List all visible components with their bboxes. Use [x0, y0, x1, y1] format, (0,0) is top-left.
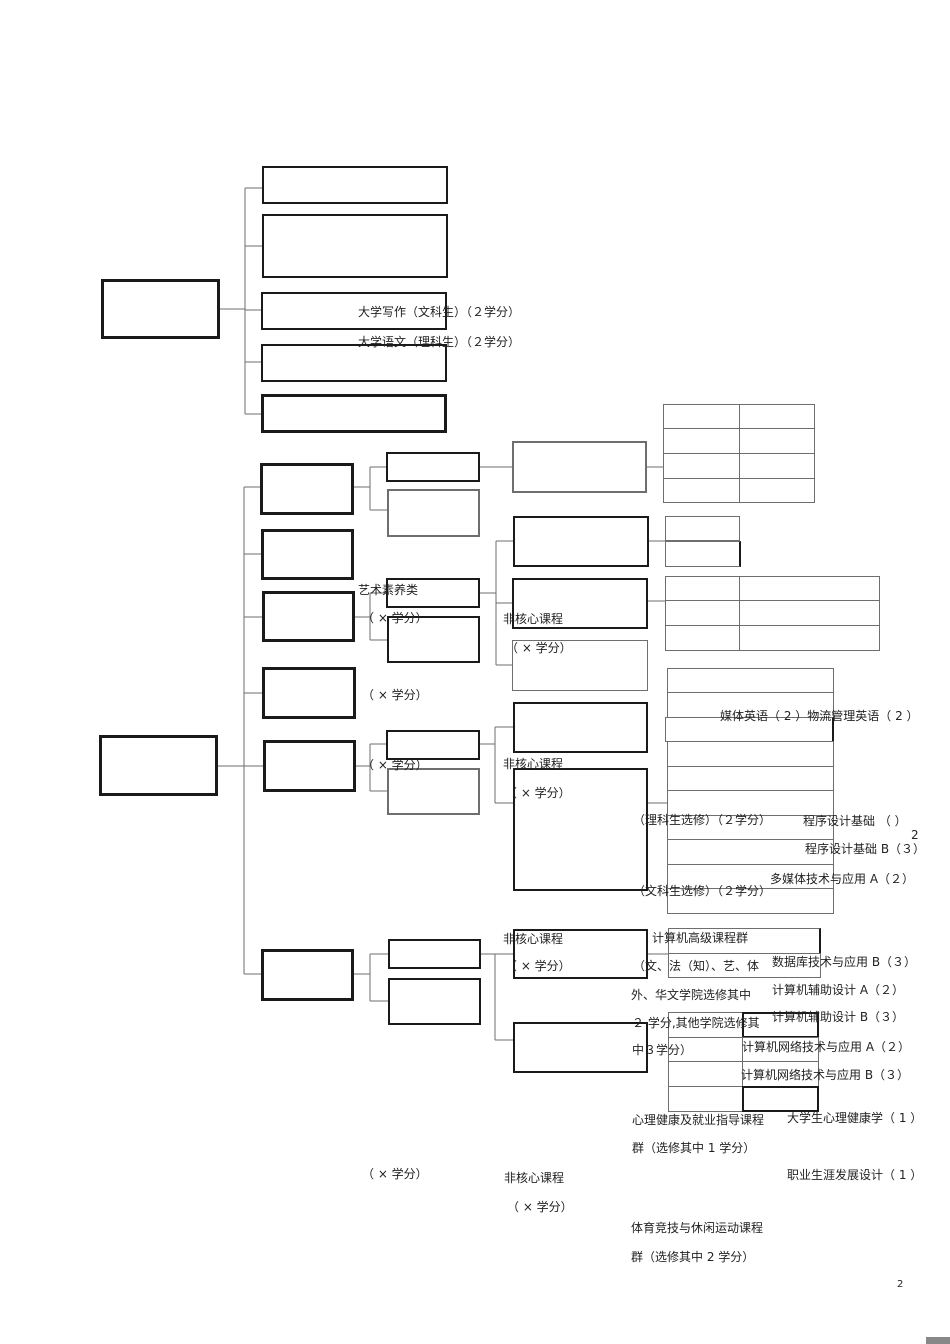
root-box-top	[101, 279, 220, 339]
grid-cell	[739, 600, 880, 626]
l2-box-f1	[388, 939, 481, 969]
grid-cell	[663, 478, 740, 503]
top-box-3	[261, 292, 447, 330]
l2-box-c1	[386, 578, 480, 608]
grid-cell	[739, 453, 815, 479]
label-art-category: 艺术素养类	[358, 583, 419, 597]
l2-box-c2	[387, 616, 480, 663]
grid-cell	[665, 541, 741, 567]
label-noncore-credit-1: （ × 学分）	[506, 641, 572, 655]
label-programming-sub: 2	[911, 828, 919, 842]
l1-box-a	[260, 463, 354, 515]
l3-box-c2	[512, 578, 648, 629]
label-chinese-science: 大学语文（理科生）（２学分）	[358, 335, 521, 349]
grid-cell	[663, 404, 740, 429]
grid-cell	[665, 516, 740, 541]
list-cell	[668, 953, 821, 978]
label-noncore-credit-3: （ × 学分）	[505, 959, 571, 973]
label-arts-elective: （文科生选修）（２学分）	[633, 884, 772, 898]
top-box-5	[261, 394, 447, 433]
l1-box-e	[263, 740, 356, 792]
list-cell	[668, 1086, 743, 1112]
label-psych: 大学生心理健康学（ 1 ）	[787, 1111, 923, 1125]
l3-box-e1	[513, 702, 648, 753]
label-noncore-credit-2: （ × 学分）	[505, 786, 571, 800]
list-cell	[667, 668, 834, 693]
label-network-b: 计算机网络技术与应用 B（３）	[741, 1068, 910, 1082]
grid-cell	[739, 576, 880, 601]
label-credit-x-2: （ × 学分）	[362, 688, 428, 702]
grid-cell	[739, 428, 815, 454]
label-network-a: 计算机网络技术与应用 A（２）	[742, 1040, 911, 1054]
label-cad-b: 计算机辅助设计 B（３）	[772, 1010, 905, 1024]
l1-box-d	[262, 667, 356, 719]
l1-box-b	[261, 529, 354, 580]
grid-cell	[739, 625, 880, 651]
label-arts-law-line: （文、法（知）、艺、体	[633, 959, 760, 973]
label-programming: 程序设计基础 （ ）	[803, 814, 907, 828]
list-cell	[667, 766, 834, 791]
label-mental-group: 心理健康及就业指导课程	[632, 1113, 765, 1127]
label-noncore-1: 非核心课程	[503, 612, 564, 626]
l2-box-a1	[386, 452, 480, 482]
list-cell	[667, 741, 834, 767]
label-sports-group-select: 群（选修其中 2 学分）	[631, 1250, 755, 1264]
label-media-logistics: 媒体英语（ 2 ）物流管理英语（ 2 ）	[720, 709, 919, 723]
l3-box-f2	[513, 1022, 648, 1073]
l3-box-f1	[513, 929, 648, 979]
label-noncore-3: 非核心课程	[503, 932, 564, 946]
label-credit-x-1: （ × 学分）	[362, 611, 428, 625]
root-box-bottom	[99, 735, 218, 796]
page-number: 2	[897, 1279, 904, 1290]
grid-cell	[739, 478, 815, 503]
label-foreign-line: 外、华文学院选修其中	[631, 988, 752, 1002]
grid-cell	[665, 600, 740, 626]
grid-cell	[665, 625, 740, 651]
label-cad-a: 计算机辅助设计 A（２）	[772, 983, 905, 997]
grid-cell	[663, 453, 740, 479]
label-noncore-2: 非核心课程	[503, 757, 564, 771]
l2-box-e2	[387, 768, 480, 815]
list-cell	[742, 1086, 819, 1112]
list-cell	[667, 888, 834, 914]
l2-box-a2	[387, 489, 480, 537]
l1-box-f	[261, 949, 354, 1001]
list-cell	[668, 1061, 743, 1087]
l3-box-c1	[513, 516, 649, 567]
l2-box-e1	[386, 730, 480, 760]
label-sports-group: 体育竞技与休闲运动课程	[631, 1221, 764, 1235]
label-other-college-line: ２ 学分,其他学院选修其	[632, 1016, 760, 1030]
corner-mark	[926, 1337, 950, 1344]
label-noncore-credit-4: （ × 学分）	[507, 1200, 573, 1214]
label-credit-x-3: （ × 学分）	[362, 758, 428, 772]
grid-cell	[665, 576, 740, 601]
top-box-2	[262, 214, 448, 278]
label-database-b: 数据库技术与应用 B（３）	[772, 955, 917, 969]
label-programming-b: 程序设计基础 B（３）	[805, 842, 926, 856]
label-writing-arts: 大学写作（文科生）（２学分）	[358, 305, 521, 319]
l2-box-f2	[388, 978, 481, 1025]
l1-box-c	[262, 591, 355, 642]
l3-box-a	[512, 441, 647, 493]
l3-box-c3	[512, 640, 648, 691]
label-noncore-4: 非核心课程	[504, 1171, 565, 1185]
label-career: 职业生涯发展设计（ 1 ）	[787, 1168, 923, 1182]
label-credit-x-4: （ × 学分）	[362, 1167, 428, 1181]
grid-cell	[663, 428, 740, 454]
top-box-4	[261, 344, 447, 382]
label-mid-three-line: 中３学分）	[632, 1043, 693, 1057]
label-advanced-group: 计算机高级课程群	[652, 931, 749, 945]
label-science-elective: （理科生选修）（２学分）	[633, 813, 772, 827]
label-mental-group-select: 群（选修其中 1 学分）	[632, 1141, 756, 1155]
top-box-1	[262, 166, 448, 204]
l3-box-e2	[513, 768, 648, 891]
label-multimedia-a: 多媒体技术与应用 A（２）	[770, 872, 915, 886]
grid-cell	[739, 404, 815, 429]
